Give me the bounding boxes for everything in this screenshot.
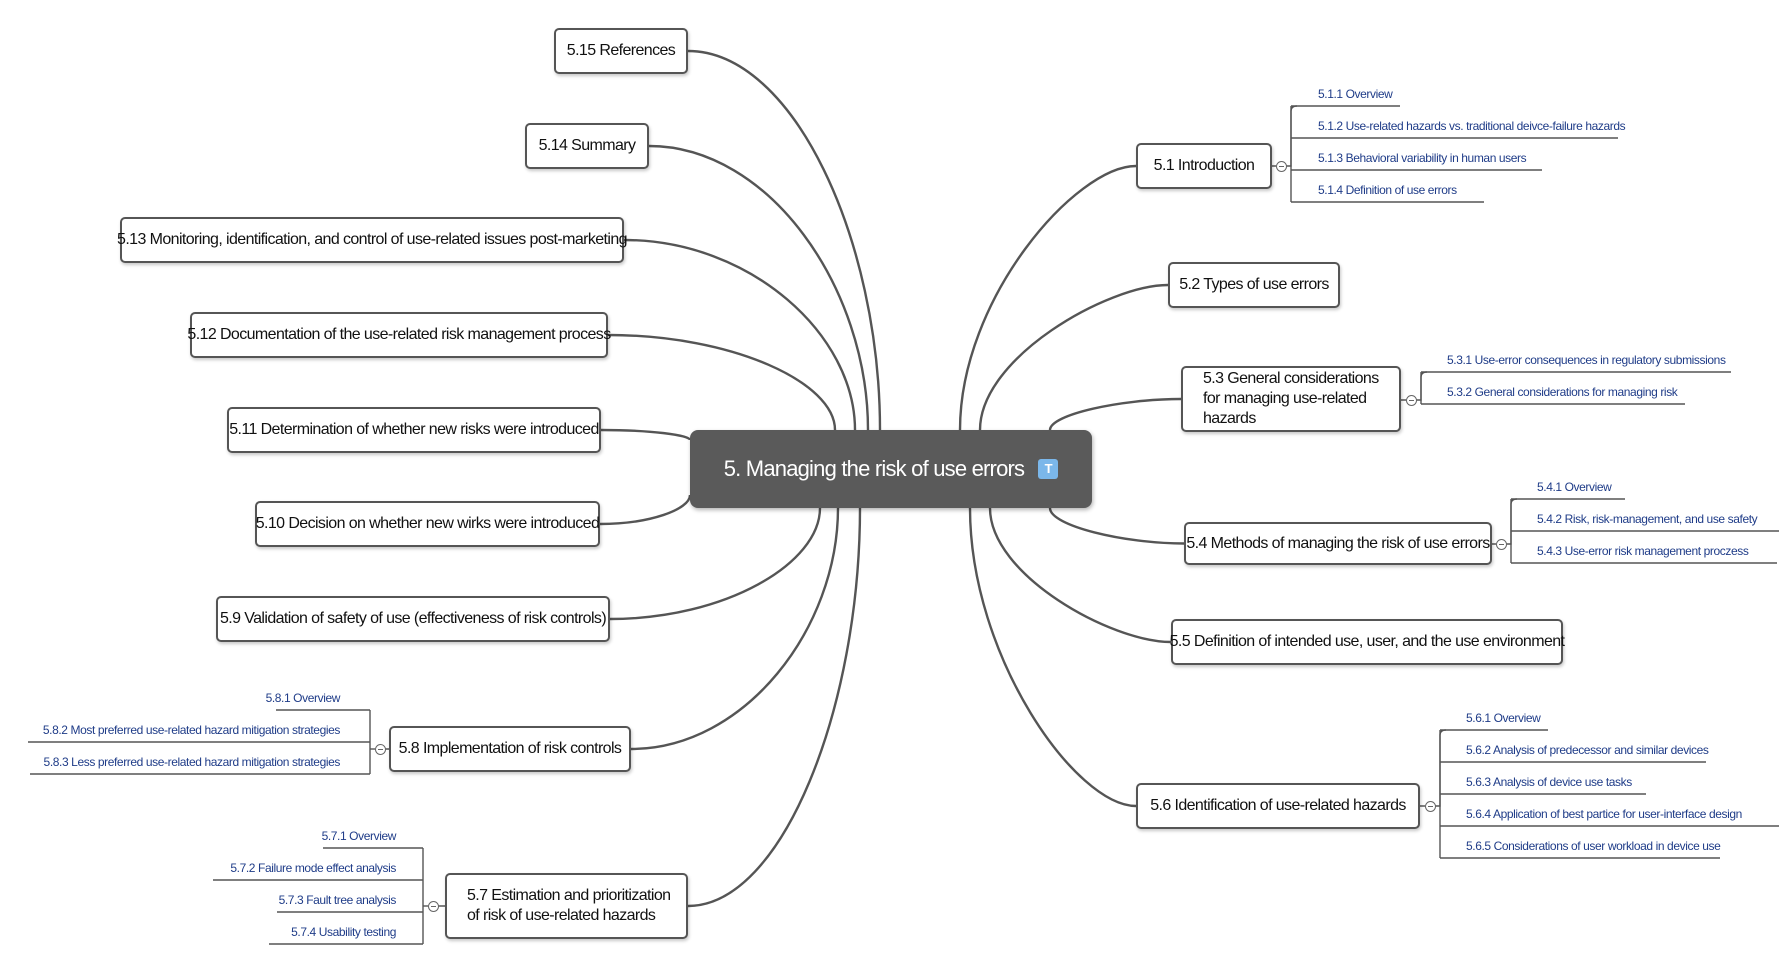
topic-node[interactable]: 5.1 Introduction	[1136, 143, 1272, 189]
collapse-toggle-icon[interactable]	[427, 900, 439, 912]
topic-node[interactable]: 5.6 Identification of use-related hazard…	[1136, 783, 1420, 829]
topic-node[interactable]: 5.2 Types of use errors	[1168, 262, 1340, 308]
topic-label: 5.15 References	[566, 42, 676, 59]
collapse-toggle-icon[interactable]	[1424, 800, 1436, 812]
topic-label: 5.14 Summary	[538, 137, 636, 154]
subtopic[interactable]: 5.1.3 Behavioral variability in human us…	[1318, 151, 1527, 165]
subtopic[interactable]: 5.6.3 Analysis of device use tasks	[1466, 775, 1632, 789]
subtopic[interactable]: 5.4.3 Use-error risk management proczess	[1537, 544, 1749, 558]
connector-line	[630, 507, 840, 751]
connector-line	[968, 507, 1137, 808]
subtopic[interactable]: 5.6.4 Application of best partice for us…	[1466, 807, 1742, 821]
topic-label: 5.9 Validation of safety of use (effecti…	[219, 610, 607, 627]
central-topic-label: 5. Managing the risk of use errors	[723, 456, 1025, 481]
topic-label: 5.7 Estimation and prioritization of ris…	[467, 887, 671, 924]
collapse-toggle-icon[interactable]	[374, 743, 386, 755]
topic-node[interactable]: 5.11 Determination of whether new risks …	[227, 407, 601, 453]
topic-node[interactable]: 5.10 Decision on whether new wirks were …	[255, 501, 600, 547]
topic-label: 5.13 Monitoring, identification, and con…	[117, 231, 628, 248]
subtopic[interactable]: 5.8.2 Most preferred use-related hazard …	[42, 723, 341, 737]
topic-node[interactable]: 5.8 Implementation of risk controls	[389, 726, 631, 772]
topic-node[interactable]: 5.3 General considerations for managing …	[1181, 366, 1401, 432]
connector-line	[687, 507, 862, 908]
topic-label: 5.6 Identification of use-related hazard…	[1150, 797, 1406, 814]
topic-label: 5.10 Decision on whether new wirks were …	[255, 515, 600, 532]
subtopic[interactable]: 5.1.2 Use-related hazards vs. traditiona…	[1318, 119, 1626, 133]
connector-line	[623, 238, 857, 431]
topic-node[interactable]: 5.13 Monitoring, identification, and con…	[117, 217, 628, 263]
connector-line	[600, 428, 692, 442]
subtopic[interactable]: 5.7.1 Overview	[321, 829, 397, 843]
subtopic[interactable]: 5.8.3 Less preferred use-related hazard …	[43, 755, 341, 769]
topic-label: 5.4 Methods of managing the risk of use …	[1186, 534, 1490, 552]
topic-node[interactable]: 5.5 Definition of intended use, user, an…	[1169, 619, 1565, 665]
subtopic[interactable]: 5.7.3 Fault tree analysis	[278, 893, 397, 907]
connector-line	[1048, 397, 1182, 431]
pin-up-icon: T	[1038, 459, 1059, 479]
connector-line	[609, 507, 822, 621]
connector-line	[607, 333, 837, 431]
subtopic[interactable]: 5.4.2 Risk, risk-management, and use saf…	[1537, 512, 1758, 526]
topic-label: 5.3 General considerations for managing …	[1203, 370, 1379, 427]
subtopic[interactable]: 5.6.2 Analysis of predecessor and simila…	[1466, 743, 1709, 757]
central-topic[interactable]: 5. Managing the risk of use errors T	[690, 430, 1092, 508]
topic-node[interactable]: 5.14 Summary	[525, 123, 649, 169]
topic-node[interactable]: 5.9 Validation of safety of use (effecti…	[216, 596, 610, 642]
subtopic[interactable]: 5.8.1 Overview	[265, 691, 341, 705]
subtopic[interactable]: 5.7.4 Usability testing	[291, 925, 396, 939]
topic-label: 5.2 Types of use errors	[1179, 276, 1329, 293]
collapse-toggle-icon[interactable]	[1275, 160, 1287, 172]
subtopic[interactable]: 5.4.1 Overview	[1537, 480, 1612, 494]
topic-label: 5.12 Documentation of the use-related ri…	[187, 326, 611, 343]
subtopic[interactable]: 5.6.1 Overview	[1466, 711, 1541, 725]
connector-line	[978, 283, 1169, 431]
topic-node[interactable]: 5.15 References	[554, 28, 688, 74]
topic-label: 5.11 Determination of whether new risks …	[229, 421, 599, 438]
collapse-toggle-icon[interactable]	[1405, 394, 1417, 406]
connector-line	[958, 164, 1137, 431]
subtopic[interactable]: 5.7.2 Failure mode effect analysis	[230, 861, 396, 875]
subtopic[interactable]: 5.6.5 Considerations of user workload in…	[1466, 839, 1721, 853]
topic-label: 5.5 Definition of intended use, user, an…	[1169, 633, 1565, 650]
connector-line	[988, 507, 1172, 644]
topic-label: 5.1 Introduction	[1153, 157, 1255, 174]
subtopic[interactable]: 5.1.1 Overview	[1318, 87, 1393, 101]
topic-label: 5.8 Implementation of risk controls	[398, 740, 622, 757]
subtopic[interactable]: 5.1.4 Definition of use errors	[1318, 183, 1457, 197]
connector-line	[687, 49, 882, 431]
connector-line	[1048, 507, 1185, 545]
topic-node[interactable]: 5.12 Documentation of the use-related ri…	[187, 312, 611, 358]
collapse-toggle-icon[interactable]	[1495, 538, 1507, 550]
connector-line	[599, 494, 692, 526]
topic-node[interactable]: 5.7 Estimation and prioritization of ris…	[445, 873, 688, 939]
subtopic[interactable]: 5.3.1 Use-error consequences in regulato…	[1447, 353, 1726, 367]
topic-node[interactable]: 5.4 Methods of managing the risk of use …	[1184, 522, 1492, 565]
subtopic[interactable]: 5.3.2 General considerations for managin…	[1447, 385, 1678, 399]
connector-line	[648, 144, 870, 431]
